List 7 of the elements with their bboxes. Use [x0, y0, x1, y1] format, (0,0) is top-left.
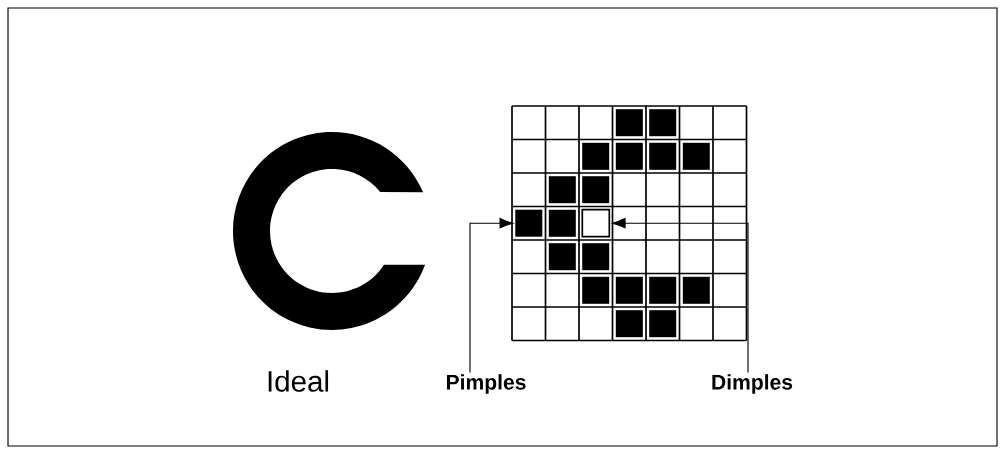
empty-cell — [581, 208, 611, 238]
pimple-square — [515, 209, 543, 237]
caption-label: Ideal — [268, 370, 329, 392]
leader-label: Pimples — [446, 374, 526, 394]
leader-line — [469, 217, 514, 374]
leader-label: Dimples — [712, 374, 793, 394]
leader-line — [612, 217, 749, 374]
